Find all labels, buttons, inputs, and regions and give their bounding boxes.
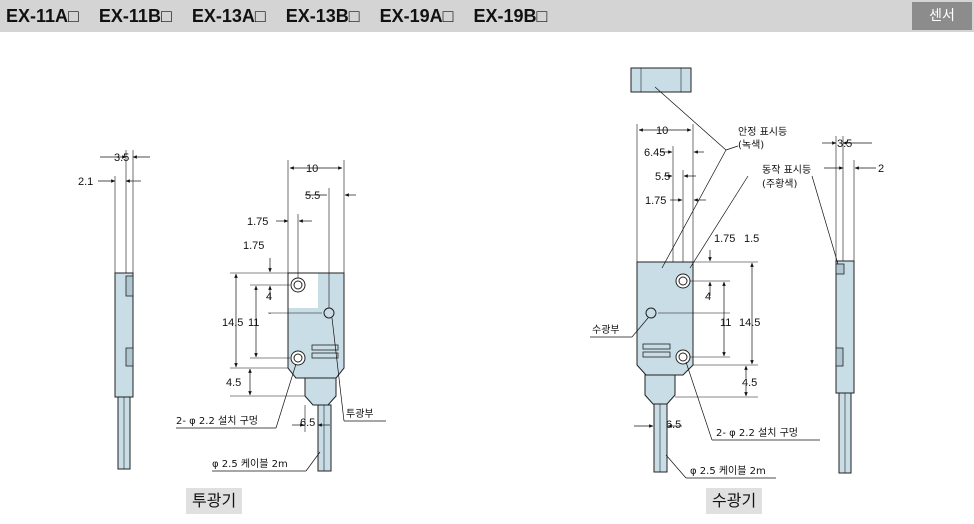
page-header: EX-11A□ EX-11B□ EX-13A□ EX-13B□ EX-19A□ … [0,0,974,32]
emitter-front-view [176,160,386,472]
emitter-caption: 투광기 [186,488,243,514]
receiver-front-view [590,124,820,479]
dim-6-5: 6.5 [666,419,681,431]
dim-3-5: 3.5 [837,138,852,150]
stability-led-color: (녹색) [738,139,764,151]
dim-5-5: 5.5 [305,190,320,202]
dim-1-5: 1.5 [744,233,759,245]
mount-holes-label: 2- φ 2.2 설치 구멍 [176,415,258,427]
receiver-side-view [811,136,876,474]
dim-1-75: 1.75 [645,195,666,207]
dim-1-75: 1.75 [243,240,264,252]
operation-led-label: 동작 표시등 [762,164,811,176]
dim-4: 4 [266,291,272,303]
dim-3-5: 3.5 [114,152,129,164]
category-tag: 센서 [912,2,972,30]
model-name: EX-19B□ [473,6,548,26]
dim-14-5: 14.5 [739,317,760,329]
emitting-part-label: 투광부 [346,408,374,420]
stability-led-label: 안정 표시등 [738,126,787,138]
receiver-caption: 수광기 [706,488,763,514]
dim-4-5: 4.5 [742,377,757,389]
model-name: EX-13B□ [285,6,360,26]
operation-led-color: (주황색) [762,178,798,190]
model-name: EX-11A□ [6,6,79,26]
receiver-top-view [630,67,727,151]
emitter-side-view [98,150,150,470]
model-name: EX-11B□ [98,6,172,26]
receiving-part-label: 수광부 [592,324,620,336]
dim-10: 10 [306,163,318,175]
dim-2-1: 2.1 [78,176,93,188]
dim-14-5: 14.5 [222,317,243,329]
dim-4-5: 4.5 [226,377,241,389]
model-name: EX-19A□ [379,6,454,26]
model-list: EX-11A□ EX-11B□ EX-13A□ EX-13B□ EX-19A□ … [6,4,547,28]
dim-11: 11 [248,317,259,329]
cable-label: φ 2.5 케이블 2m [690,465,766,477]
dim-1-75: 1.75 [714,233,735,245]
dim-1-75: 1.75 [247,216,268,228]
dim-6-45: 6.45 [644,147,665,159]
dim-11: 11 [720,317,731,329]
mount-holes-label: 2- φ 2.2 설치 구멍 [716,427,798,439]
model-name: EX-13A□ [191,6,266,26]
dim-5-5: 5.5 [655,171,670,183]
dim-4: 4 [705,291,711,303]
dim-6-5: 6.5 [300,417,315,429]
dim-2: 2 [878,163,884,175]
dim-10: 10 [656,125,668,137]
cable-label: φ 2.5 케이블 2m [212,458,288,470]
